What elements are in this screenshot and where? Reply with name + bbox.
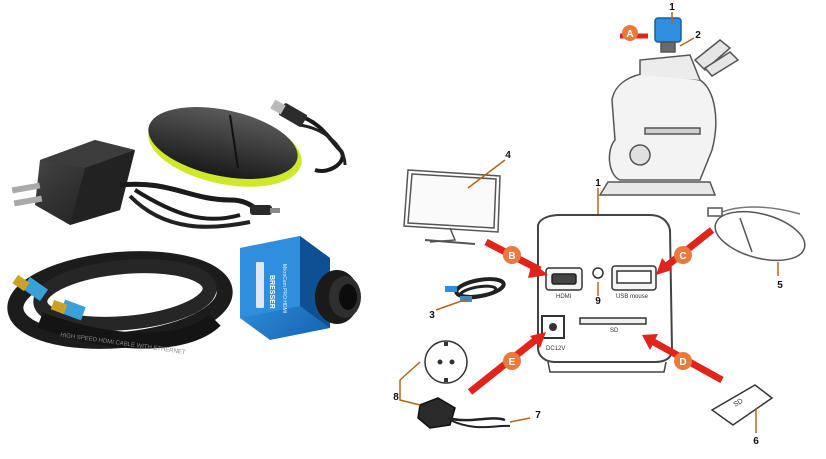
- svg-text:D: D: [679, 357, 686, 368]
- usb-port-label: USB mouse: [616, 294, 649, 300]
- badge-a: A: [622, 25, 638, 41]
- monitor-drawing: [403, 169, 501, 245]
- callout-1-top: 1: [669, 2, 675, 13]
- callout-7: 7: [535, 410, 541, 421]
- hdmi-cable-drawing: [445, 277, 506, 302]
- callout-lines: [435, 12, 779, 433]
- callout-5: 5: [777, 280, 783, 291]
- port-labels: HDMI USB mouse SD DC12V: [546, 294, 649, 352]
- callout-3: 3: [429, 310, 435, 321]
- callout-1-body: 1: [595, 178, 601, 189]
- mouse-drawing: [707, 206, 806, 262]
- dc-port-label: DC12V: [546, 346, 565, 352]
- sd-slot-label: SD: [610, 328, 619, 334]
- callout-6: 6: [753, 436, 759, 447]
- svg-text:A: A: [626, 29, 633, 40]
- microscope-drawing: [598, 17, 740, 196]
- badge-b: B: [503, 246, 521, 264]
- svg-text:C: C: [679, 251, 686, 262]
- camera-brand-text: BRESSER: [268, 275, 275, 309]
- svg-text:B: B: [508, 251, 515, 262]
- svg-text:E: E: [509, 357, 516, 368]
- callout-2: 2: [695, 30, 701, 41]
- sd-card-text: SD: [733, 398, 745, 409]
- power-supply-drawing: [399, 340, 511, 429]
- callout-8: 8: [393, 392, 399, 403]
- power-adapter-photo: [11, 140, 280, 229]
- callout-numbers: 1 2 3 4 1 5 6 7 8 9: [393, 2, 783, 447]
- callout-4: 4: [505, 150, 511, 161]
- badge-d: D: [674, 352, 692, 370]
- connection-diagram: SD: [399, 17, 806, 429]
- usb-mouse-photo: [148, 99, 347, 187]
- camera-model-text: MikroCam PRO HDMI: [281, 264, 287, 313]
- connection-badges: A B C D E: [503, 25, 692, 370]
- camera-rear-panel: [537, 214, 674, 373]
- badge-e: E: [503, 352, 521, 370]
- hdmi-port-label: HDMI: [556, 294, 572, 300]
- callout-9: 9: [595, 296, 601, 307]
- bresser-camera-photo: BRESSER MikroCam PRO HDMI: [240, 236, 361, 340]
- hdmi-cable-photo: HIGH SPEED HDMI CABLE WITH ETHERNET: [7, 251, 233, 356]
- sd-card-drawing: SD: [710, 384, 774, 426]
- badge-c: C: [674, 246, 692, 264]
- product-photo: HIGH SPEED HDMI CABLE WITH ETHERNET BRES…: [7, 99, 361, 356]
